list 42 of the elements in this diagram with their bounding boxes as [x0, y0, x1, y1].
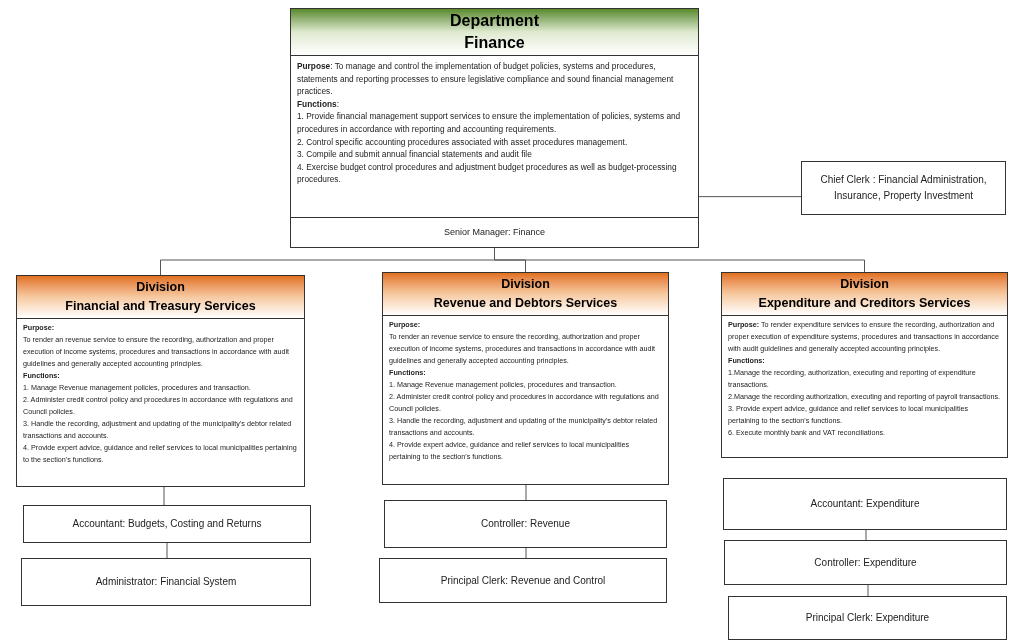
connector-line	[163, 486, 165, 506]
department-box	[290, 8, 699, 248]
heading: Expenditure and Creditors Services	[758, 295, 971, 312]
heading: Finance	[464, 33, 525, 53]
heading: Revenue and Debtors Services	[433, 295, 618, 312]
role-title: Senior Manager: Finance	[443, 225, 546, 239]
connector-line	[166, 542, 168, 559]
connector-line	[865, 529, 867, 541]
heading: Division	[136, 279, 185, 296]
connector-line	[525, 547, 527, 559]
heading: Financial and Treasury Services	[65, 298, 256, 315]
heading: Department	[450, 11, 539, 31]
role-box	[728, 596, 1007, 640]
role-title: Chief Clerk : Financial Administration, Insurance, Property Investment	[819, 173, 988, 203]
role-box	[723, 478, 1007, 530]
connector-line	[867, 584, 869, 597]
description-text: 3. Compile and submit annual financial statements and audit file	[297, 148, 533, 161]
role-title: Controller: Expenditure	[814, 555, 917, 570]
role-box	[23, 505, 311, 543]
role-box	[801, 161, 1006, 215]
division-box	[721, 272, 1008, 458]
role-box	[21, 558, 311, 606]
role-box	[724, 540, 1007, 585]
description-text: 1. Provide financial management support services to ensure the implementation of policies, systems and procedures in accordance with reporting and accounting requirements.	[297, 110, 682, 136]
role-title: Administrator: Financial System	[95, 575, 237, 589]
description-text: Functions:	[297, 97, 340, 111]
division-box	[16, 275, 305, 487]
heading: Division	[501, 276, 550, 293]
role-title: Accountant: Budgets, Costing and Returns	[72, 517, 262, 531]
division-box	[382, 272, 669, 485]
role-title: Principal Clerk: Revenue and Control	[440, 573, 606, 588]
role-box	[384, 500, 667, 548]
heading: Division	[840, 276, 889, 293]
description-text: Purpose: To manage and control the implementation of budget policies, systems and procedures, statements and reporting processes to ensure legislative compliance and sound financial management practices.	[297, 60, 675, 98]
role-title: Principal Clerk: Expenditure	[805, 611, 930, 625]
description-text: 4. Exercise budget control procedures and adjustment budget procedures as well as budget-processing procedures.	[297, 160, 678, 186]
role-title: Controller: Revenue	[481, 517, 570, 531]
role-title: Accountant: Expenditure	[810, 497, 920, 511]
role-box	[379, 558, 667, 603]
connector-line	[525, 484, 527, 501]
connector-line	[698, 196, 802, 198]
description-text: 2. Control specific accounting procedures associated with asset procedures management.	[297, 135, 629, 149]
